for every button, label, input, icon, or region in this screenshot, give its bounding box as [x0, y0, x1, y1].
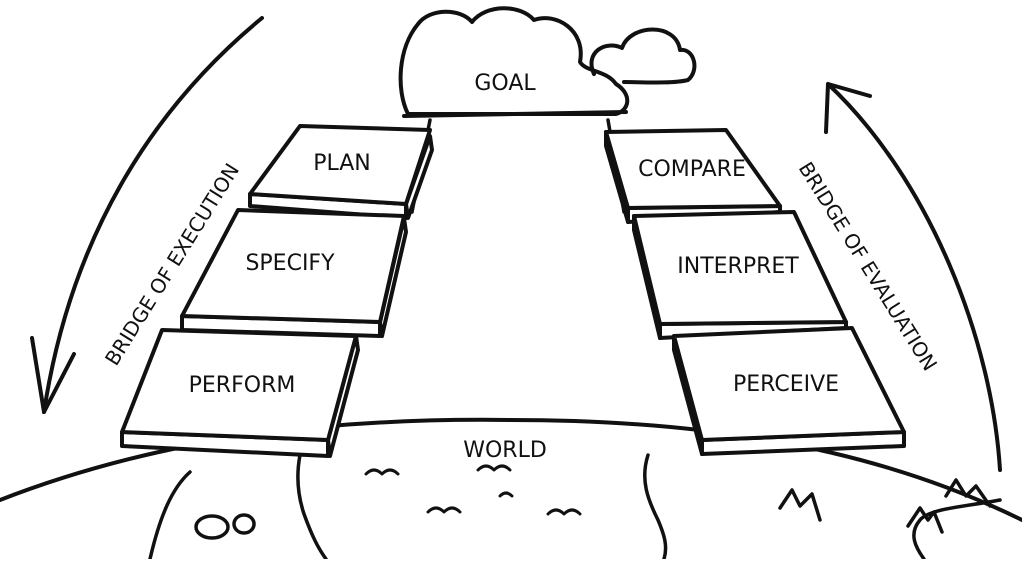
execution-step-label: SPECIFY	[245, 251, 335, 276]
execution-slab-perform: PERFORM	[120, 328, 360, 458]
evaluation-slab-interpret: INTERPRET	[632, 210, 848, 340]
evaluation-slab-compare: COMPARE	[604, 128, 782, 224]
evaluation-step-label: INTERPRET	[677, 254, 799, 279]
goal-label: GOAL	[474, 71, 536, 96]
execution-step-label: PERFORM	[189, 373, 296, 398]
execution-step-label: PLAN	[313, 151, 371, 176]
goal-cloud	[398, 6, 697, 118]
evaluation-step-label: PERCEIVE	[733, 372, 839, 397]
execution-arrow	[30, 16, 264, 414]
world-label: WORLD	[463, 438, 547, 463]
evaluation-arrow	[824, 82, 1002, 472]
evaluation-step-label: COMPARE	[638, 157, 746, 182]
execution-slab-specify: SPECIFY	[180, 208, 408, 338]
evaluation-slab-perceive: PERCEIVE	[672, 326, 906, 456]
execution-slab-plan: PLAN	[248, 124, 434, 220]
